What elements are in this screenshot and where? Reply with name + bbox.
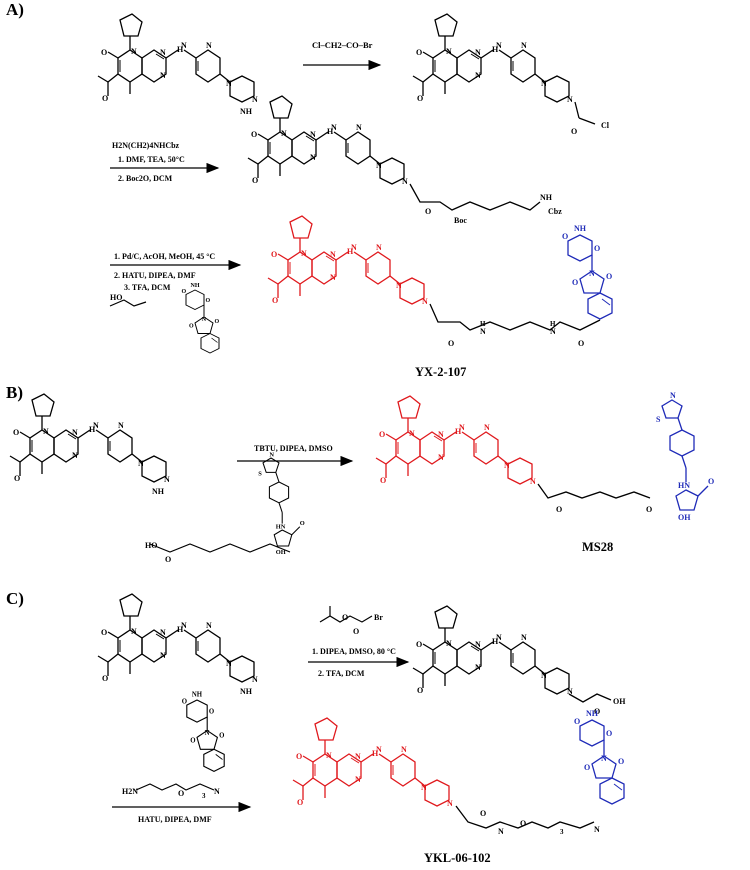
section-b-label: B) [6, 383, 23, 402]
tbu-bromoacetate: O O Br [319, 606, 383, 636]
cond-a1-2: 2. Boc2O, DCM [118, 174, 173, 183]
peg-subscript-product: 3 [560, 828, 564, 836]
palbociclib-start-c: NH [97, 593, 259, 696]
ms28-ligase [655, 390, 715, 523]
cond-a2-3: 3. TFA, DCM [124, 283, 171, 292]
yx-2-107-ligase [561, 223, 613, 320]
svg-text:HO: HO [110, 293, 122, 302]
svg-text:O: O [353, 627, 359, 636]
ms28-linker [537, 483, 651, 499]
palbociclib-start-b: NH [9, 393, 171, 496]
svg-text:NH: NH [152, 487, 165, 496]
cond-a2-1: 1. Pd/C, AcOH, MeOH, 45 °C [114, 252, 215, 261]
cond-c1-1: 1. DIPEA, DMSO, 80 °C [312, 647, 396, 656]
boc-cbz-intermediate: O Boc NH Cbz [247, 95, 562, 225]
svg-text:H: H [480, 320, 486, 328]
svg-text:O: O [520, 819, 526, 828]
product-yx-2-107: YX-2-107 [415, 365, 466, 379]
svg-text:NH: NH [240, 687, 253, 696]
svg-text:H: H [550, 320, 556, 328]
peg-chain-reagent [135, 783, 215, 791]
cond-a1-1: 1. DMF, TEA, 50°C [118, 155, 185, 164]
svg-text:O: O [448, 339, 454, 348]
chloroacetyl-intermediate: O Cl [412, 13, 610, 136]
svg-text:Br: Br [374, 613, 383, 622]
svg-text:O: O [178, 789, 184, 798]
cond-c2: HATU, DIPEA, DMF [138, 815, 212, 824]
svg-text:Cl: Cl [601, 121, 610, 130]
svg-text:N: N [498, 827, 504, 836]
section-c-label: C) [6, 589, 24, 608]
acetic-acid-intermediate: O OH [412, 605, 626, 716]
svg-text:OH: OH [613, 697, 626, 706]
ykl-06-102-warhead [292, 717, 454, 809]
reagent-chloroacetyl-bromide: Cl–CH2–CO–Br [312, 40, 373, 50]
crbn-peg-reagent [181, 691, 225, 772]
ms28-warhead [375, 395, 537, 487]
section-a-label: A) [6, 0, 24, 19]
svg-text:NH: NH [540, 193, 553, 202]
svg-text:O: O [425, 207, 431, 216]
svg-text:N: N [214, 787, 220, 796]
svg-text:O: O [571, 127, 577, 136]
svg-text:N: N [594, 825, 600, 834]
vhl-acid-chain [149, 543, 291, 553]
svg-text:O: O [165, 555, 171, 564]
ykl-06-102-linker [455, 805, 595, 829]
cond-c1-2: 2. TFA, DCM [318, 669, 365, 678]
svg-text:HO: HO [145, 541, 157, 550]
svg-text:O: O [556, 505, 562, 514]
vhl-acid-reagent [257, 450, 306, 557]
svg-text:O: O [480, 809, 486, 818]
cond-b: TBTU, DIPEA, DMSO [254, 444, 333, 453]
ykl-06-102-ligase [573, 708, 625, 805]
section-c: C) NH O O Br 1. DIPEA, DMSO, 80 °C 2. TF… [6, 589, 626, 865]
svg-text:NH: NH [240, 107, 253, 116]
yx-2-107-warhead [267, 215, 429, 307]
cond-a2-2: 2. HATU, DIPEA, DMF [114, 271, 196, 280]
cbz-label: Cbz [548, 207, 562, 216]
palbociclib-start-a: NH [97, 13, 259, 116]
svg-text:O: O [646, 505, 652, 514]
boc-label: Boc [454, 216, 467, 225]
product-ms28: MS28 [582, 540, 613, 554]
amine-reagent: H2N(CH2)4NHCbz [112, 141, 180, 150]
svg-text:H2N: H2N [122, 787, 138, 796]
svg-text:O: O [578, 339, 584, 348]
section-a: A) NH Cl–CH2–CO–Br O Cl H2N(CH2)4NHCbz 1… [6, 0, 613, 379]
peg-subscript-reagent: 3 [202, 792, 206, 800]
yx-2-107-linker [429, 303, 601, 331]
product-ykl-06-102: YKL-06-102 [424, 851, 491, 865]
svg-text:N: N [480, 327, 486, 336]
svg-text:N: N [550, 327, 556, 336]
section-b: B) NH TBTU, DIPEA, DMSO HO O O O MS28 [6, 383, 715, 564]
crbn-acid-reagent: HO [109, 282, 220, 354]
svg-text:O: O [342, 613, 348, 622]
